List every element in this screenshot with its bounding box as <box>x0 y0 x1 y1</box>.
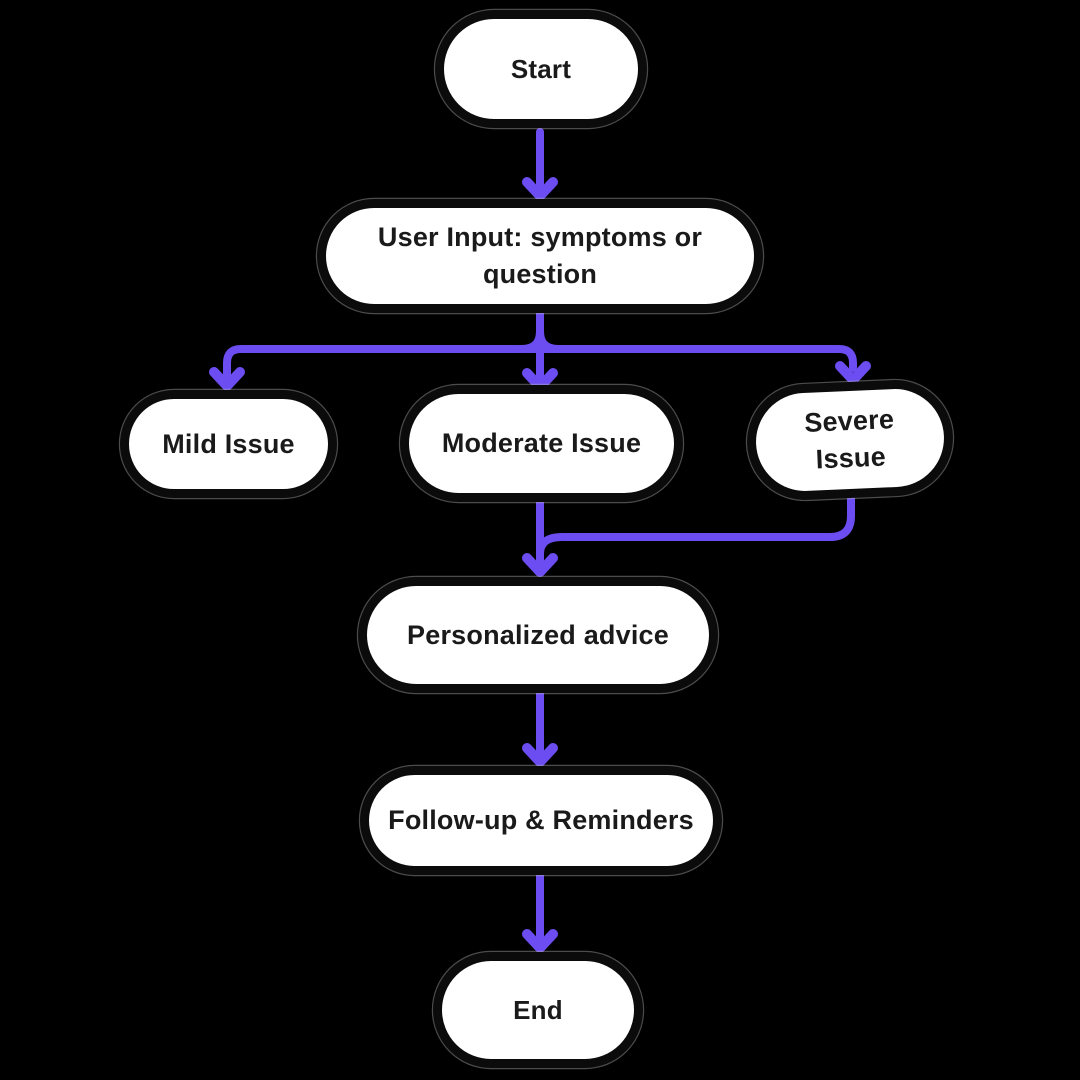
node-user-input-label: User Input: symptoms or question <box>364 219 716 293</box>
edge-branch-fillet-right <box>536 327 562 353</box>
arrowhead-severe <box>835 361 871 385</box>
node-severe-issue-label: Severe Issue <box>803 404 895 475</box>
node-followup-reminders: Follow-up & Reminders <box>360 766 722 875</box>
node-start: Start <box>435 10 647 128</box>
node-moderate-issue-label: Moderate Issue <box>441 428 642 458</box>
node-personalized-advice: Personalized advice <box>358 577 718 693</box>
node-user-input: User Input: symptoms or question <box>317 199 763 313</box>
node-mild-issue-label: Mild Issue <box>162 428 295 459</box>
arrowhead-followup <box>522 743 558 767</box>
arrowhead-user-input <box>522 177 558 201</box>
node-end: End <box>433 952 643 1068</box>
arrowhead-end <box>522 929 558 953</box>
node-mild-issue: Mild Issue <box>120 390 337 498</box>
node-personalized-advice-label: Personalized advice <box>407 619 669 650</box>
node-end-label: End <box>513 994 563 1025</box>
arrowhead-mild <box>209 367 245 391</box>
node-severe-issue: Severe Issue <box>744 377 956 503</box>
node-followup-reminders-label: Follow-up & Reminders <box>388 805 694 835</box>
node-user-input-line2: question <box>482 259 598 289</box>
node-moderate-issue: Moderate Issue <box>400 385 683 502</box>
edge-severe-to-advice <box>536 494 855 558</box>
arrowhead-advice <box>522 553 558 577</box>
node-user-input-line1: User Input: symptoms or <box>377 222 703 252</box>
node-start-label: Start <box>510 53 572 84</box>
